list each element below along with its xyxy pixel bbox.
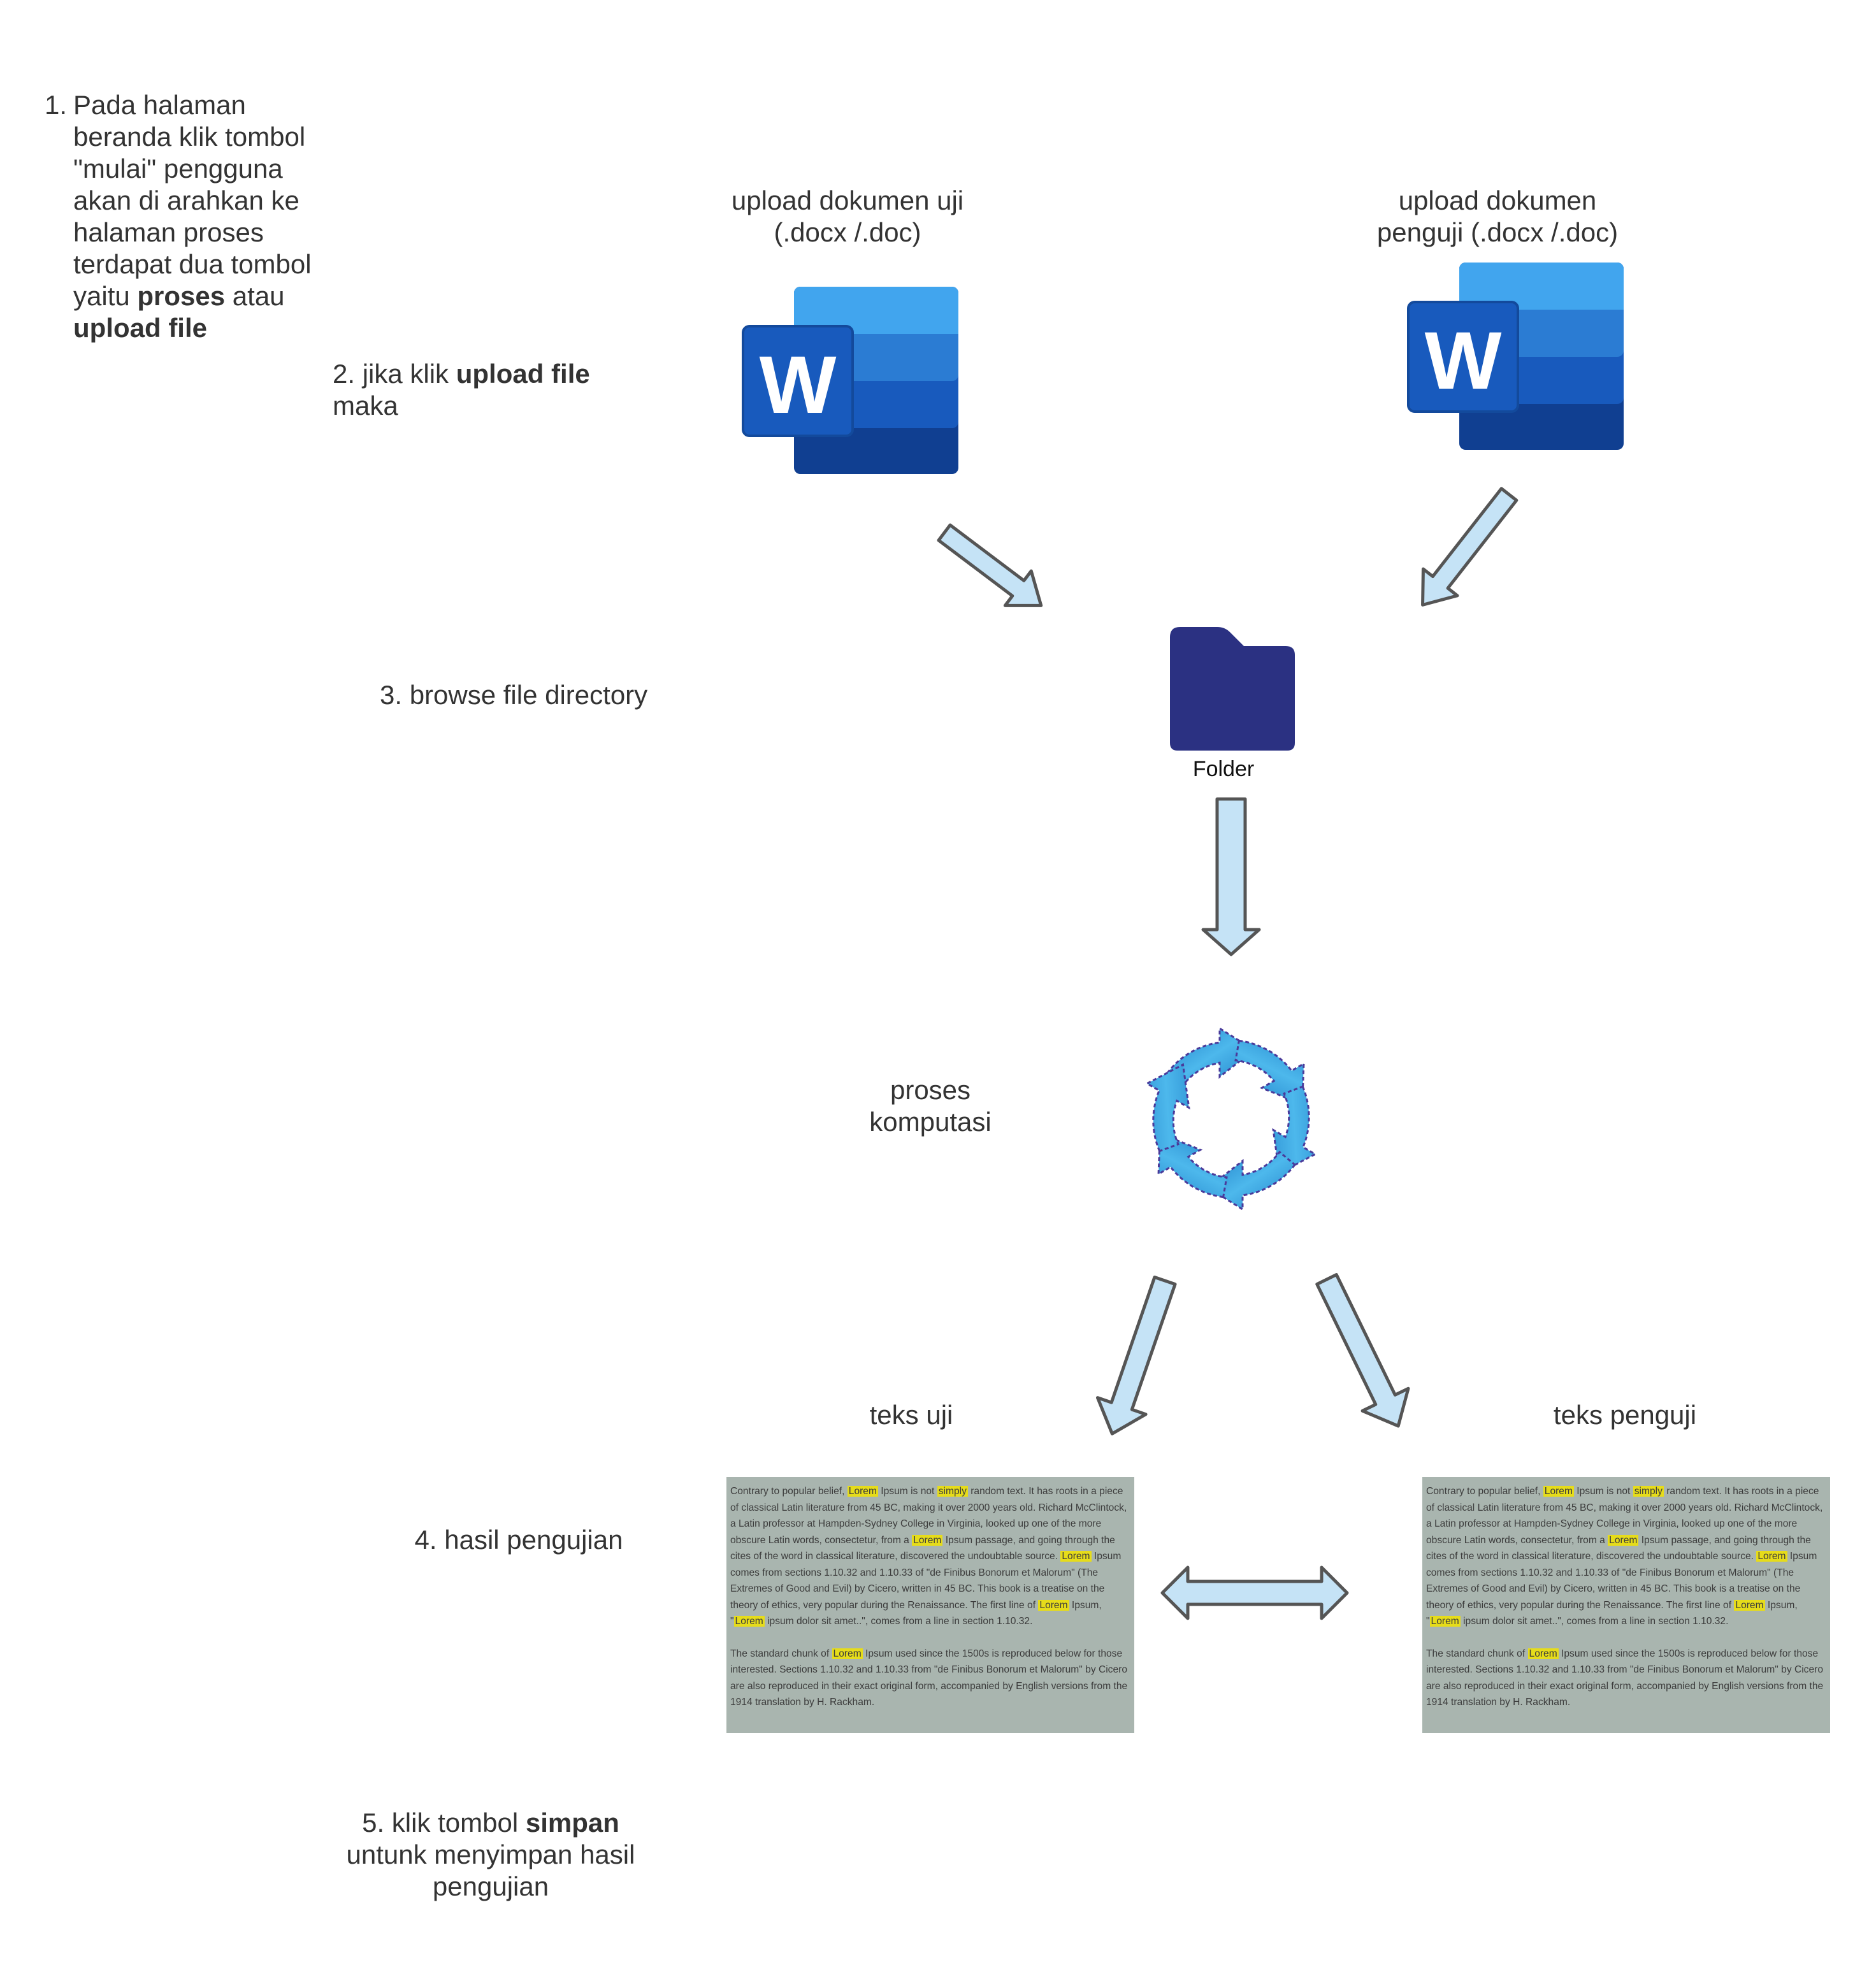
text-run: The standard chunk of [730,1648,832,1659]
upload-penguji-label-line2: penguji (.docx /.doc) [1376,217,1619,247]
teks-uji-label: teks uji [869,1400,953,1430]
word-doc-icon-uji: W [742,287,958,474]
result-doc-uji: Contrary to popular belief, Lorem Ipsum … [726,1477,1134,1733]
proses-label-line1: proses [890,1075,971,1105]
step-5-text-a: 5. klik tombol [362,1808,526,1838]
step-4-text: 4. hasil pengujian [414,1525,623,1555]
upload-uji-label-line1: upload dokumen uji [731,185,964,215]
text-run: random text. It has roots in a piece of … [1426,1486,1823,1546]
result-doc-penguji: Contrary to popular belief, Lorem Ipsum … [1422,1477,1830,1733]
doc-paragraph-1: Contrary to popular belief, Lorem Ipsum … [730,1483,1130,1630]
highlight-lorem: Lorem [733,1616,765,1627]
step-1-body: Pada halaman beranda klik tombol "mulai"… [73,89,341,344]
highlight-lorem: Lorem [1608,1534,1639,1546]
text-run: Ipsum, " [730,1599,1102,1627]
step-2-text: 2. jika klik upload file maka [333,358,613,422]
highlight-lorem: Lorem [1429,1616,1461,1627]
upload-uji-label: upload dokumen uji (.docx /.doc) [707,185,988,248]
word-icon-letter: W [760,340,837,431]
step-2-upload-bold: upload file [456,359,590,389]
text-run: Ipsum used since the 1500s is reproduced… [1426,1648,1824,1708]
text-run: Ipsum comes from sections 1.10.32 and 1.… [730,1551,1122,1611]
folder-label: Folder [1192,757,1255,781]
proses-label-line2: komputasi [869,1107,992,1137]
step-2-text-a: 2. jika klik [333,359,456,389]
highlight-lorem: Lorem [847,1486,878,1497]
step-5-text-c: untunk menyimpan hasil pengujian [346,1839,635,1901]
text-run: Ipsum used since the 1500s is reproduced… [730,1648,1128,1708]
highlight-lorem: Lorem [1756,1551,1787,1562]
arrow-folder-to-process [1201,797,1261,956]
arrow-process-to-teks-penguji [1315,1273,1410,1428]
upload-penguji-label-line1: upload dokumen [1398,185,1597,215]
step-1-upload-bold: upload file [73,313,207,343]
text-run: Ipsum passage, and going through the cit… [1426,1534,1811,1562]
folder-icon [1170,627,1295,751]
highlight-lorem: Lorem [1060,1551,1092,1562]
text-run: Ipsum is not [1573,1486,1633,1497]
doc-paragraph-2: The standard chunk of Lorem Ipsum used s… [1426,1646,1826,1711]
highlight-lorem: Lorem [1527,1648,1559,1659]
highlight-lorem: Lorem [1734,1599,1765,1611]
arrow-uji-to-folder [937,523,1043,607]
double-arrow-compare [1160,1566,1349,1620]
text-run: ipsum dolor sit amet..", comes from a li… [764,1616,1033,1627]
step-5-simpan-bold: simpan [525,1808,619,1838]
process-cycle-icon [1144,1026,1318,1211]
text-run: Contrary to popular belief, [730,1486,848,1497]
highlight-lorem: Lorem [1038,1599,1069,1611]
text-run: Ipsum comes from sections 1.10.32 and 1.… [1426,1551,1817,1611]
text-run: ipsum dolor sit amet..", comes from a li… [1460,1616,1729,1627]
step-1-text-c: atau [225,281,285,311]
step-1-text-a: Pada halaman beranda klik tombol "mulai"… [73,90,312,311]
step-2-text-c: maka [333,391,398,421]
doc-paragraph-2: The standard chunk of Lorem Ipsum used s… [730,1646,1130,1711]
step-1-proses-bold: proses [137,281,226,311]
text-run: Ipsum passage, and going through the cit… [730,1534,1115,1562]
text-run: Contrary to popular belief, [1426,1486,1543,1497]
text-run: Ipsum, " [1426,1599,1798,1627]
step-1-number: 1. [45,90,68,120]
highlight-simply: simply [1633,1486,1664,1497]
highlight-lorem: Lorem [1543,1486,1574,1497]
word-icon-letter: W [1425,315,1502,407]
proses-komputasi-label: proses komputasi [835,1074,1026,1138]
step-3-text: 3. browse file directory [380,680,648,710]
highlight-lorem: Lorem [912,1534,943,1546]
text-run: Ipsum is not [877,1486,937,1497]
teks-penguji-label: teks penguji [1553,1400,1697,1430]
highlight-simply: simply [937,1486,968,1497]
text-run: The standard chunk of [1426,1648,1528,1659]
word-doc-icon-penguji: W [1407,263,1624,450]
upload-uji-label-line2: (.docx /.doc) [774,217,921,247]
highlight-lorem: Lorem [832,1648,863,1659]
doc-paragraph-1: Contrary to popular belief, Lorem Ipsum … [1426,1483,1826,1630]
arrow-process-to-teks-uji [1095,1275,1177,1436]
arrow-penguji-to-folder [1421,487,1519,607]
text-run: random text. It has roots in a piece of … [730,1486,1127,1546]
upload-penguji-label: upload dokumen penguji (.docx /.doc) [1357,185,1638,248]
